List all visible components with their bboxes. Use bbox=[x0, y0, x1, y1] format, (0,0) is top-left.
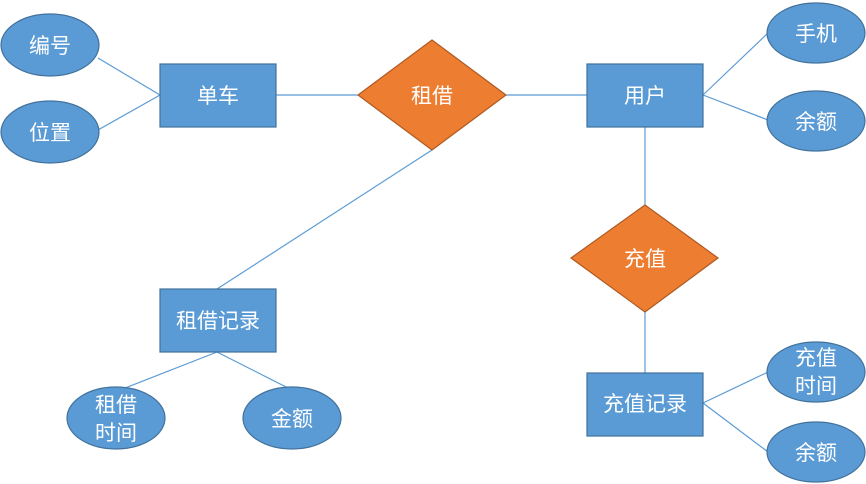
connector-rrecord-balance bbox=[702, 402, 769, 453]
attribute-user-balance-label: 余额 bbox=[795, 110, 837, 134]
attribute-recharge-time-label-line2: 时间 bbox=[795, 374, 837, 398]
attribute-recharge-time: 充值 时间 bbox=[766, 341, 866, 403]
relationship-recharge: 充值 bbox=[569, 204, 720, 313]
relationship-rent: 租借 bbox=[356, 39, 508, 151]
attribute-bike-location-label: 位置 bbox=[29, 121, 71, 145]
connector-user-balance bbox=[702, 94, 769, 121]
connector-record-amount bbox=[216, 351, 293, 391]
entity-user: 用户 bbox=[586, 63, 704, 128]
attribute-recharge-balance-label: 余额 bbox=[795, 441, 837, 465]
entity-rental-record-label: 租借记录 bbox=[176, 309, 260, 333]
connector-rent-record bbox=[216, 149, 433, 290]
entity-rental-record: 租借记录 bbox=[159, 288, 277, 353]
connectors bbox=[97, 32, 769, 453]
attribute-rental-time: 租借 时间 bbox=[66, 386, 166, 450]
entity-recharge-record-label: 充值记录 bbox=[603, 392, 687, 416]
relationship-rent-label: 租借 bbox=[411, 84, 453, 108]
connector-bike-location bbox=[97, 94, 161, 131]
attribute-bike-id: 编号 bbox=[0, 13, 100, 77]
connector-record-time bbox=[119, 351, 218, 391]
entity-recharge-record: 充值记录 bbox=[586, 372, 704, 437]
attribute-bike-location: 位置 bbox=[0, 100, 100, 164]
attribute-user-phone: 手机 bbox=[766, 2, 866, 64]
attribute-user-phone-label: 手机 bbox=[795, 22, 837, 46]
attribute-rental-time-label-line2: 时间 bbox=[95, 421, 137, 445]
attribute-recharge-time-label-line1: 充值 bbox=[795, 346, 837, 370]
connector-rrecord-time bbox=[702, 371, 769, 404]
attribute-rental-amount-label: 金额 bbox=[271, 407, 313, 431]
attribute-rental-amount: 金额 bbox=[242, 386, 342, 450]
relationship-recharge-label: 充值 bbox=[624, 247, 666, 271]
attribute-rental-time-label-line1: 租借 bbox=[95, 393, 137, 417]
entity-user-label: 用户 bbox=[624, 84, 666, 108]
connector-user-phone bbox=[702, 32, 769, 96]
entity-bike: 单车 bbox=[159, 63, 277, 128]
attribute-user-balance: 余额 bbox=[766, 90, 866, 152]
attribute-bike-id-label: 编号 bbox=[29, 34, 71, 58]
entity-bike-label: 单车 bbox=[197, 84, 239, 108]
attribute-recharge-balance: 余额 bbox=[766, 421, 866, 483]
connector-bike-id bbox=[97, 57, 161, 96]
